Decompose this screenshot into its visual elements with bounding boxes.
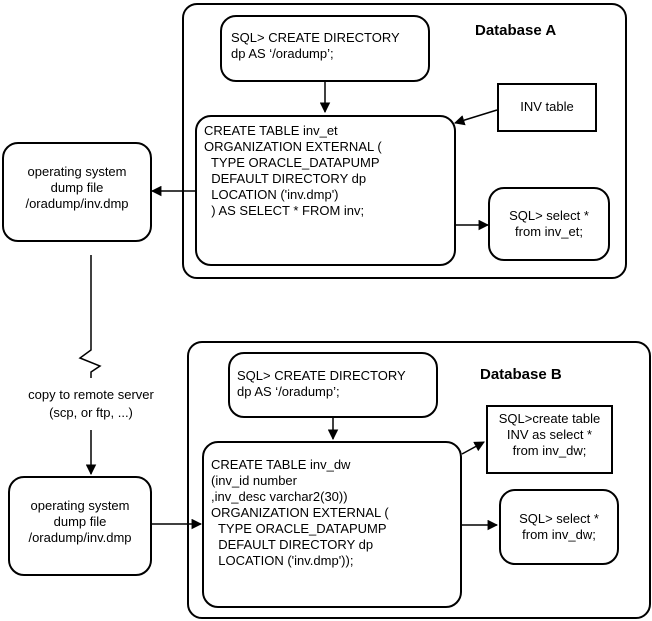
database-a-container <box>182 3 627 279</box>
inv-table-box: INV table <box>497 83 597 132</box>
database-b-container <box>187 341 651 619</box>
database-a-label: Database A <box>475 22 557 39</box>
arrow-inv-table-to-create-table <box>453 109 498 126</box>
database-b-ctas-box: SQL>create table INV as select * from in… <box>486 405 613 474</box>
os-dump-file-bottom: operating system dump file /oradump/inv.… <box>8 476 152 576</box>
os-dump-file-top: operating system dump file /oradump/inv.… <box>2 142 152 242</box>
database-b-create-directory-box: SQL> CREATE DIRECTORY dp AS ‘/oradump’; <box>228 352 438 418</box>
database-a-select-box: SQL> select * from inv_et; <box>488 187 610 261</box>
database-b-label: Database B <box>480 366 562 383</box>
copy-to-remote-label: copy to remote server (scp, or ftp, ...) <box>28 387 154 420</box>
arrow-table-to-ctas <box>461 441 485 455</box>
database-a-create-table-box: CREATE TABLE inv_et ORGANIZATION EXTERNA… <box>195 115 456 266</box>
database-a-create-directory-box: SQL> CREATE DIRECTORY dp AS ‘/oradump’; <box>220 15 430 82</box>
database-b-select-box: SQL> select * from inv_dw; <box>499 489 619 565</box>
copy-connector-line <box>78 255 102 378</box>
database-b-create-table-box: CREATE TABLE inv_dw (inv_id number ,inv_… <box>202 441 462 608</box>
